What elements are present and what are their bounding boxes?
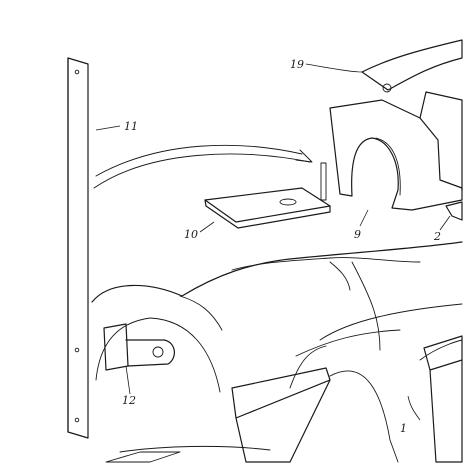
part-9-panel: [329, 91, 463, 211]
callout-2: 2: [433, 230, 441, 243]
part-12-bracket: [103, 323, 175, 371]
assembly-arrow: [93, 144, 313, 189]
part-11-strip: [67, 57, 89, 439]
callout-1: 1: [400, 422, 407, 435]
part-10-bracket: [204, 162, 331, 229]
callout-11: 11: [124, 120, 138, 133]
leader-lines: [95, 63, 451, 421]
callout-9: 9: [354, 228, 361, 241]
callout-19: 19: [290, 58, 304, 71]
car-body-outline: [91, 241, 463, 463]
part-2-piece: [445, 201, 463, 221]
lower-body-panels: [105, 335, 463, 463]
callout-10: 10: [184, 228, 198, 241]
part-19-rail: [361, 39, 463, 93]
callout-12: 12: [122, 394, 136, 407]
